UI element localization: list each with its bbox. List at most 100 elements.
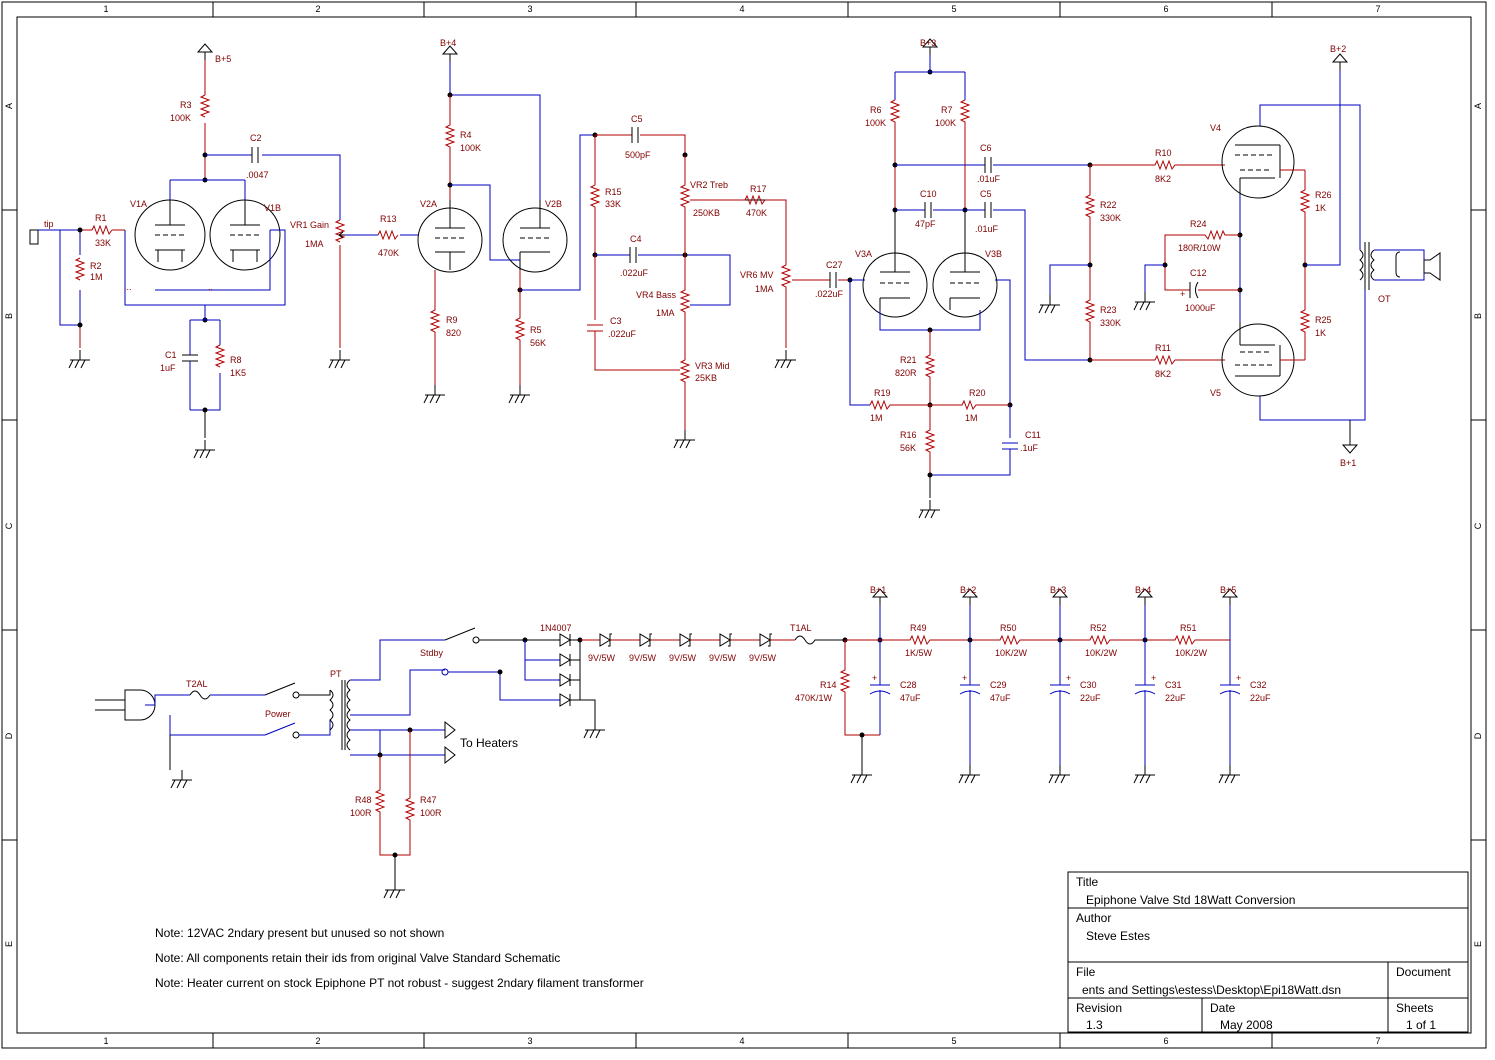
r23-ref: R23 bbox=[1100, 305, 1117, 315]
c1-ref: C1 bbox=[165, 350, 177, 360]
title-heading: Title bbox=[1076, 875, 1099, 889]
zener-label: 9V/5W bbox=[669, 653, 697, 663]
file-value: ents and Settings\estess\Desktop\Epi18Wa… bbox=[1082, 983, 1341, 997]
vr3-value: 25KB bbox=[695, 373, 717, 383]
c28-value: 47uF bbox=[900, 693, 921, 703]
power-stage: R10 8K2 R22 330K R23 330K R11 8K2 V4 V5 … bbox=[1038, 44, 1441, 468]
col-label: 7 bbox=[1375, 4, 1380, 14]
col-label: 5 bbox=[951, 1036, 956, 1046]
c1-value: 1uF bbox=[160, 363, 176, 373]
r25-value: 1K bbox=[1315, 328, 1326, 338]
notes: Note: 12VAC 2ndary present but unused so… bbox=[155, 926, 644, 990]
v4-label: V4 bbox=[1210, 123, 1221, 133]
sheets-value: 1 of 1 bbox=[1406, 1018, 1436, 1032]
note: Note: 12VAC 2ndary present but unused so… bbox=[155, 926, 444, 940]
c4-ref: C4 bbox=[630, 234, 642, 244]
c3-ref: C3 bbox=[610, 316, 622, 326]
c6-value: .01uF bbox=[977, 174, 1001, 184]
zener-label: 9V/5W bbox=[709, 653, 737, 663]
rail-b2-label: B+2 bbox=[1330, 44, 1346, 54]
zener-label: 9V/5W bbox=[629, 653, 657, 663]
r2-value: 1M bbox=[90, 272, 103, 282]
c10-value: 47pF bbox=[915, 219, 936, 229]
r50-ref: R50 bbox=[1000, 623, 1017, 633]
r23-value: 330K bbox=[1100, 318, 1121, 328]
rail-b5-label: B+5 bbox=[215, 54, 231, 64]
svg-text:+: + bbox=[1066, 673, 1071, 683]
svg-text:+: + bbox=[1151, 673, 1156, 683]
c31-ref: C31 bbox=[1165, 680, 1182, 690]
r20-value: 1M bbox=[965, 413, 978, 423]
author-value: Steve Estes bbox=[1086, 929, 1150, 943]
title-block: Title Epiphone Valve Std 18Watt Conversi… bbox=[1067, 871, 1469, 1033]
v1b-label: V1B bbox=[264, 203, 281, 213]
c12-value: 1000uF bbox=[1185, 303, 1216, 313]
r13-value: 470K bbox=[378, 248, 399, 258]
vr6-value: 1MA bbox=[755, 284, 774, 294]
r9-ref: R9 bbox=[446, 315, 458, 325]
vr4-ref: VR4 Bass bbox=[636, 290, 677, 300]
row-label: B bbox=[1473, 313, 1483, 319]
r3-ref: R3 bbox=[180, 100, 192, 110]
author-heading: Author bbox=[1076, 911, 1111, 925]
r16-ref: R16 bbox=[900, 430, 917, 440]
vr1-ref: VR1 Gain bbox=[290, 220, 329, 230]
d1n4007-label: 1N4007 bbox=[540, 623, 572, 633]
vr4-value: 1MA bbox=[656, 308, 675, 318]
row-label: E bbox=[1473, 941, 1483, 947]
r14-value: 470K/1W bbox=[795, 693, 833, 703]
col-label: 5 bbox=[951, 4, 956, 14]
v5-label: V5 bbox=[1210, 388, 1221, 398]
rail-b2-label: B+2 bbox=[960, 585, 976, 595]
r4-ref: R4 bbox=[460, 130, 472, 140]
rail-b5-label: B+5 bbox=[1220, 585, 1236, 595]
r10-value: 8K2 bbox=[1155, 174, 1171, 184]
revision-value: 1.3 bbox=[1086, 1018, 1103, 1032]
row-label: C bbox=[1473, 522, 1483, 529]
date-value: May 2008 bbox=[1220, 1018, 1273, 1032]
col-label: 3 bbox=[527, 1036, 532, 1046]
col-label: 1 bbox=[103, 1036, 108, 1046]
r11-value: 8K2 bbox=[1155, 369, 1171, 379]
r1-ref: R1 bbox=[95, 213, 107, 223]
c29-value: 47uF bbox=[990, 693, 1011, 703]
c6-ref: C6 bbox=[980, 143, 992, 153]
title-value: Epiphone Valve Std 18Watt Conversion bbox=[1086, 893, 1295, 907]
heaters-label: To Heaters bbox=[460, 736, 518, 750]
v2a-label: V2A bbox=[420, 199, 437, 209]
rail-b4-label: B+4 bbox=[1135, 585, 1151, 595]
t2al-label: T2AL bbox=[186, 679, 208, 689]
vr6-master: VR6 MV 1MA C27 .022uF bbox=[740, 260, 853, 369]
c2-ref: C2 bbox=[250, 133, 262, 143]
r13-ref: R13 bbox=[380, 214, 397, 224]
row-label: E bbox=[4, 941, 14, 947]
col-label: 2 bbox=[315, 4, 320, 14]
stdby-switch-label: Stdby bbox=[420, 648, 444, 658]
r2-ref: R2 bbox=[90, 261, 102, 271]
svg-text:+: + bbox=[872, 673, 877, 683]
c5-ref: C5 bbox=[631, 114, 643, 124]
note: Note: All components retain their ids fr… bbox=[155, 951, 560, 965]
zone-labels: 1 2 3 4 5 6 7 1 2 3 4 5 6 7 A B C D E A … bbox=[4, 4, 1483, 1046]
rail-b3-label: B+3 bbox=[920, 38, 936, 48]
r3-value: 100K bbox=[170, 113, 191, 123]
c10-ref: C10 bbox=[920, 189, 937, 199]
c11-ref: C11 bbox=[1025, 430, 1041, 440]
c32-value: 22uF bbox=[1250, 693, 1271, 703]
power-switch-label: Power bbox=[265, 709, 291, 719]
svg-text:+: + bbox=[962, 673, 967, 683]
r1-value: 33K bbox=[95, 238, 111, 248]
row-label: D bbox=[1473, 732, 1483, 739]
v1a-label: V1A bbox=[130, 199, 147, 209]
r47-ref: R47 bbox=[420, 795, 437, 805]
rail-b3-label: B+3 bbox=[1050, 585, 1066, 595]
r9-value: 820 bbox=[446, 328, 461, 338]
r50-value: 10K/2W bbox=[995, 648, 1028, 658]
row-label: B bbox=[4, 313, 14, 319]
rail-b1-label: B+1 bbox=[870, 585, 886, 595]
v3b-label: V3B bbox=[985, 249, 1002, 259]
r15-value: 33K bbox=[605, 199, 621, 209]
c5b-ref: C5 bbox=[980, 189, 992, 199]
col-label: 7 bbox=[1375, 1036, 1380, 1046]
c30-ref: C30 bbox=[1080, 680, 1097, 690]
